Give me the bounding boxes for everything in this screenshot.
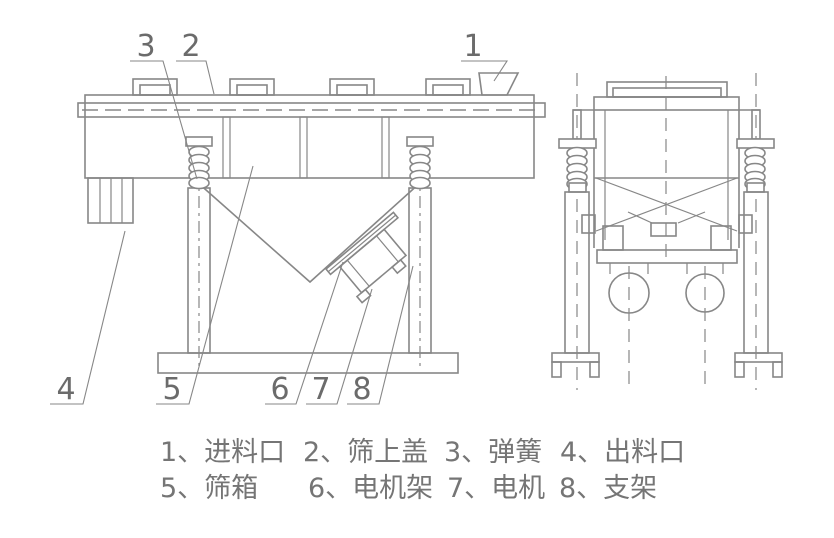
rib — [299, 116, 308, 179]
hopper-outlet — [650, 222, 677, 237]
inner-post — [602, 225, 624, 251]
caption-entry: 6、电机架 — [308, 473, 434, 504]
spring-bracket-right — [736, 138, 775, 149]
spring-coils — [188, 145, 210, 190]
motor-platform — [596, 249, 738, 264]
feed-inlet-funnel — [478, 72, 520, 96]
callout-number-4: 4 — [56, 372, 75, 407]
end-cover — [593, 96, 740, 111]
motor-foot — [391, 258, 407, 275]
rib — [381, 116, 390, 179]
rib — [222, 116, 231, 179]
leader-8 — [347, 265, 414, 405]
base-plate — [157, 352, 459, 374]
motor-foot — [355, 288, 372, 304]
spring-right — [406, 136, 434, 190]
cover-handle — [425, 78, 471, 96]
caption-entry: 8、支架 — [559, 473, 658, 504]
screen-box-outline — [84, 94, 535, 179]
spring-seat-right — [746, 182, 765, 193]
motor-circle — [608, 272, 650, 314]
leader-3 — [130, 60, 198, 180]
hopper-funnel — [627, 211, 706, 224]
leader-6 — [265, 261, 344, 405]
spring-left — [185, 136, 213, 190]
leader-7 — [306, 288, 373, 405]
leader-1 — [461, 60, 509, 82]
caption-entry: 2、筛上盖 — [303, 437, 429, 468]
motor-circle — [685, 273, 725, 313]
motor-flange-lines — [346, 235, 399, 287]
leader-5 — [156, 165, 254, 405]
end-view — [551, 73, 783, 390]
callout-number-5: 5 — [162, 372, 181, 407]
v-hopper — [196, 181, 422, 284]
caption-entry: 4、出料口 — [560, 437, 686, 468]
discharge-outlet — [87, 177, 134, 224]
leader-4 — [50, 230, 126, 405]
motor-frame-plate-line — [327, 214, 397, 273]
flange-band — [77, 102, 546, 118]
hopper-diagonals — [595, 177, 738, 232]
motor-body — [338, 228, 408, 294]
cover-handle — [229, 78, 275, 96]
spring-cap — [185, 136, 213, 147]
wall-notch-right — [738, 214, 753, 234]
caption-entry: 1、进料口 — [160, 437, 286, 468]
callout-number-7: 7 — [311, 372, 330, 407]
callout-number-6: 6 — [270, 372, 289, 407]
callouts: 1 2 3 4 5 6 7 8 — [50, 29, 509, 407]
spring-coils — [409, 145, 431, 190]
side-view — [77, 72, 546, 374]
end-handle-inner — [612, 87, 722, 98]
motor-hangers — [609, 263, 724, 274]
cover-handle — [329, 78, 375, 96]
leader-2 — [176, 60, 215, 95]
caption-entry: 5、筛箱 — [160, 473, 259, 504]
callout-number-3: 3 — [136, 29, 155, 64]
spring-bracket-left — [558, 138, 597, 149]
callout-number-1: 1 — [463, 29, 482, 64]
caption-entry: 7、电机 — [447, 473, 546, 504]
caption-entry: 3、弹簧 — [444, 437, 543, 468]
channel-foot-right — [734, 352, 783, 378]
callout-number-2: 2 — [181, 29, 200, 64]
motor-assembly — [324, 211, 408, 304]
discharge-outlet-slats — [99, 178, 123, 223]
spring-seat-left — [568, 182, 587, 193]
channel-foot-left — [551, 352, 600, 378]
end-box-inner-walls — [604, 110, 729, 240]
callout-number-8: 8 — [352, 372, 371, 407]
end-handle-outer — [606, 81, 728, 98]
spring-cap — [406, 136, 434, 147]
